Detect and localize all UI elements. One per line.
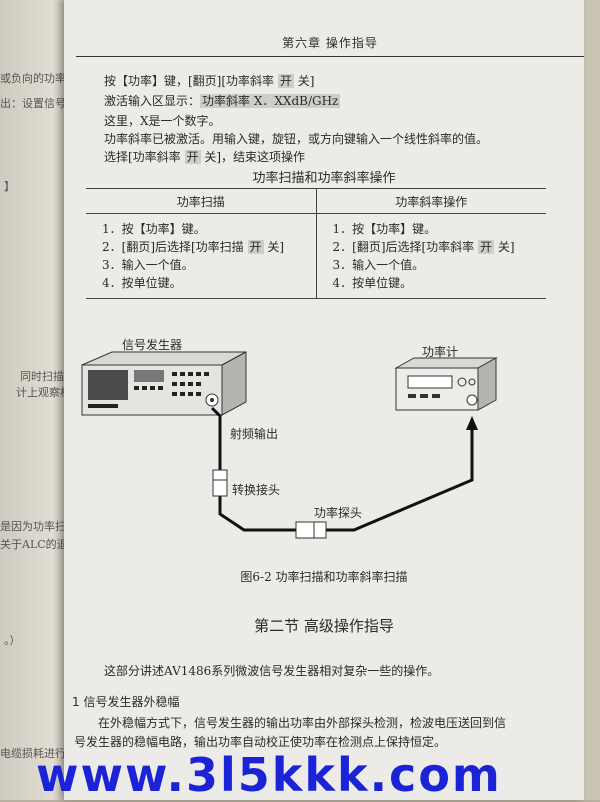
signal-generator-drawing	[81, 351, 247, 416]
power-meter-drawing	[394, 357, 498, 411]
step-item: 3．输入一个值。	[102, 258, 194, 272]
prev-page-text: 同时扫描进行	[20, 370, 66, 383]
intro-line-3: 这里，X是一个数字。	[104, 114, 221, 128]
intro-line-2: 激活输入区显示：功率斜率 X．XXdB/GHz	[104, 94, 341, 108]
subsection-title: 1 信号发生器外稳幅	[72, 695, 180, 709]
table-header-power-sweep: 功率扫描	[86, 188, 316, 214]
intro-line-1: 按【功率】键，[翻页][功率斜率 开 关]	[104, 74, 315, 88]
prev-page-text: 是因为功率扫	[0, 520, 66, 533]
generator-label: 信号发生器	[122, 338, 183, 352]
arrow-icon	[466, 416, 478, 430]
step-item: 3．输入一个值。	[332, 258, 425, 272]
meter-label: 功率计	[422, 345, 459, 359]
book-page: 第六章 操作指导 按【功率】键，[翻页][功率斜率 开 关] 激活输入区显示：功…	[64, 0, 584, 800]
adapter-label: 转换接头	[232, 483, 281, 497]
step-item: 4．按单位键。	[102, 276, 182, 290]
step-item: 2．[翻页]后选择[功率扫描 开 关]	[102, 240, 285, 254]
table-title: 功率扫描和功率斜率操作	[252, 171, 396, 186]
intro-line-4: 功率斜率已被激活。用输入键，旋钮，或方向键输入一个线性斜率的值。	[104, 132, 489, 146]
table-header-power-slope: 功率斜率操作	[315, 188, 546, 214]
prev-page-text: 电缆损耗进行	[0, 747, 66, 760]
power-sweep-steps: 1．按【功率】键。 2．[翻页]后选择[功率扫描 开 关] 3．输入一个值。 4…	[86, 213, 316, 299]
prev-page-text: 出：设置信号发生	[0, 97, 66, 110]
adapter-drawing	[212, 469, 228, 497]
figure-caption: 图6-2 功率扫描和功率斜率扫描	[240, 570, 408, 584]
step-item: 2．[翻页]后选择[功率斜率 开 关]	[332, 240, 515, 254]
running-header: 第六章 操作指导	[76, 30, 584, 57]
rf-output-label: 射频输出	[230, 427, 279, 441]
section-intro: 这部分讲述AV1486系列微波信号发生器相对复杂一些的操作。	[104, 664, 440, 678]
previous-page-edge: 或负向的功率扫 出：设置信号发生 】 同时扫描进行 计上观察相对 是因为功率扫 …	[0, 0, 66, 800]
intro-line-5: 选择[功率斜率 开 关]，结束这项操作	[104, 150, 306, 164]
watermark: www.3l5kkk.com	[36, 748, 502, 802]
prev-page-text: 或负向的功率扫	[0, 72, 66, 85]
paragraph-line-2: 号发生器的稳幅电路，输出功率自动校正使功率在检测点上保持恒定。	[74, 735, 447, 749]
prev-page-text: 计上观察相对	[16, 386, 66, 399]
power-probe-drawing	[295, 521, 327, 539]
power-slope-steps: 1．按【功率】键。 2．[翻页]后选择[功率斜率 开 关] 3．输入一个值。 4…	[315, 213, 546, 299]
step-item: 4．按单位键。	[332, 276, 413, 290]
step-item: 1．按【功率】键。	[102, 222, 206, 236]
probe-label: 功率探头	[314, 506, 363, 520]
prev-page-text: 关于ALC的退	[0, 538, 66, 551]
paragraph-line-1: 在外稳幅方式下，信号发生器的输出功率由外部探头检测，检波电压送回到信	[98, 716, 507, 730]
display-readout: 功率斜率 X．XXdB/GHz	[200, 94, 341, 108]
cable-drawing	[210, 406, 474, 532]
prev-page-text: 。）	[4, 634, 21, 647]
prev-page-text: 】	[4, 180, 15, 193]
step-item: 1．按【功率】键。	[332, 222, 437, 236]
section-title: 第二节 高级操作指导	[254, 617, 394, 635]
operations-table: 功率扫描 功率斜率操作 1．按【功率】键。 2．[翻页]后选择[功率扫描 开 关…	[86, 188, 546, 299]
connection-diagram	[81, 351, 498, 539]
